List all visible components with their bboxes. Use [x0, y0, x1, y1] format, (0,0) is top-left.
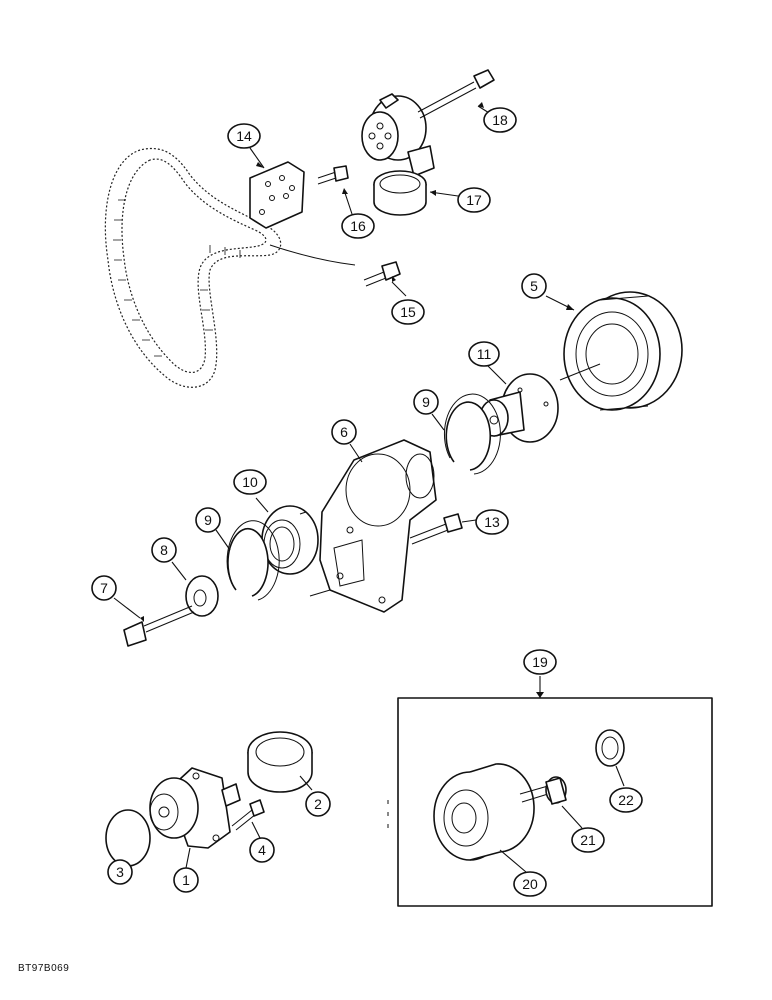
callout-label: 22	[618, 792, 634, 808]
pulley-stud	[519, 776, 567, 805]
bolt-15	[363, 261, 401, 287]
callout-1: 1	[173, 867, 199, 893]
callout-17: 17	[457, 187, 491, 213]
callout-2: 2	[305, 791, 331, 817]
callout-label: 5	[530, 278, 538, 294]
callout-label: 8	[160, 542, 168, 558]
callout-15: 15	[391, 299, 425, 325]
callout-14: 14	[227, 123, 261, 149]
callout-10: 10	[233, 469, 267, 495]
bearing	[261, 505, 319, 575]
bolt-13	[409, 513, 463, 545]
callout-5: 5	[521, 273, 547, 299]
tensioner-bracket	[249, 161, 305, 229]
callout-4: 4	[249, 837, 275, 863]
callout-label: 20	[522, 876, 538, 892]
callout-label: 4	[258, 842, 266, 858]
callout-label: 7	[100, 580, 108, 596]
callout-3: 3	[107, 859, 133, 885]
snap-ring-upper	[443, 393, 501, 475]
callout-label: 9	[422, 394, 430, 410]
callout-9-lower: 9	[195, 507, 221, 533]
bolt-7	[123, 605, 195, 647]
callout-label: 21	[580, 832, 596, 848]
callout-9-upper: 9	[413, 389, 439, 415]
callout-22: 22	[609, 787, 643, 813]
callout-16: 16	[341, 213, 375, 239]
callout-label: 16	[350, 218, 366, 234]
water-pump	[149, 767, 241, 849]
callout-label: 1	[182, 872, 190, 888]
bolt-18	[417, 69, 495, 119]
callout-label: 17	[466, 192, 482, 208]
callout-8: 8	[151, 537, 177, 563]
callout-label: 10	[242, 474, 258, 490]
callout-label: 9	[204, 512, 212, 528]
hub	[479, 373, 559, 443]
callout-label: 14	[236, 128, 252, 144]
callout-13: 13	[475, 509, 509, 535]
callout-6: 6	[331, 419, 357, 445]
callout-label: 6	[340, 424, 348, 440]
idler-pulley-kit	[433, 763, 535, 861]
washer	[185, 575, 219, 617]
callout-label: 13	[484, 514, 500, 530]
bolt-4	[231, 799, 265, 831]
callout-7: 7	[91, 575, 117, 601]
idler-pulley-lower	[247, 731, 313, 793]
callout-label: 19	[532, 654, 548, 670]
callout-label: 18	[492, 112, 508, 128]
belt-tensioner	[361, 93, 435, 177]
tensioner-pulley	[373, 170, 427, 216]
callout-label: 11	[477, 346, 492, 362]
crankshaft-pulley	[559, 291, 683, 411]
callout-21: 21	[571, 827, 605, 853]
bolt-16	[317, 165, 349, 185]
callout-label: 2	[314, 796, 322, 812]
callout-18: 18	[483, 107, 517, 133]
o-ring	[105, 809, 151, 867]
snap-ring-lower	[226, 520, 280, 601]
idler-housing	[309, 439, 437, 613]
callout-11: 11	[468, 341, 500, 367]
spacer	[595, 729, 625, 767]
callout-label: 3	[116, 864, 124, 880]
drive-belt	[104, 147, 356, 388]
drawing-reference-code: BT97B069	[18, 963, 70, 974]
callout-label: 15	[400, 304, 416, 320]
callout-20: 20	[513, 871, 547, 897]
callout-19: 19	[523, 649, 557, 675]
